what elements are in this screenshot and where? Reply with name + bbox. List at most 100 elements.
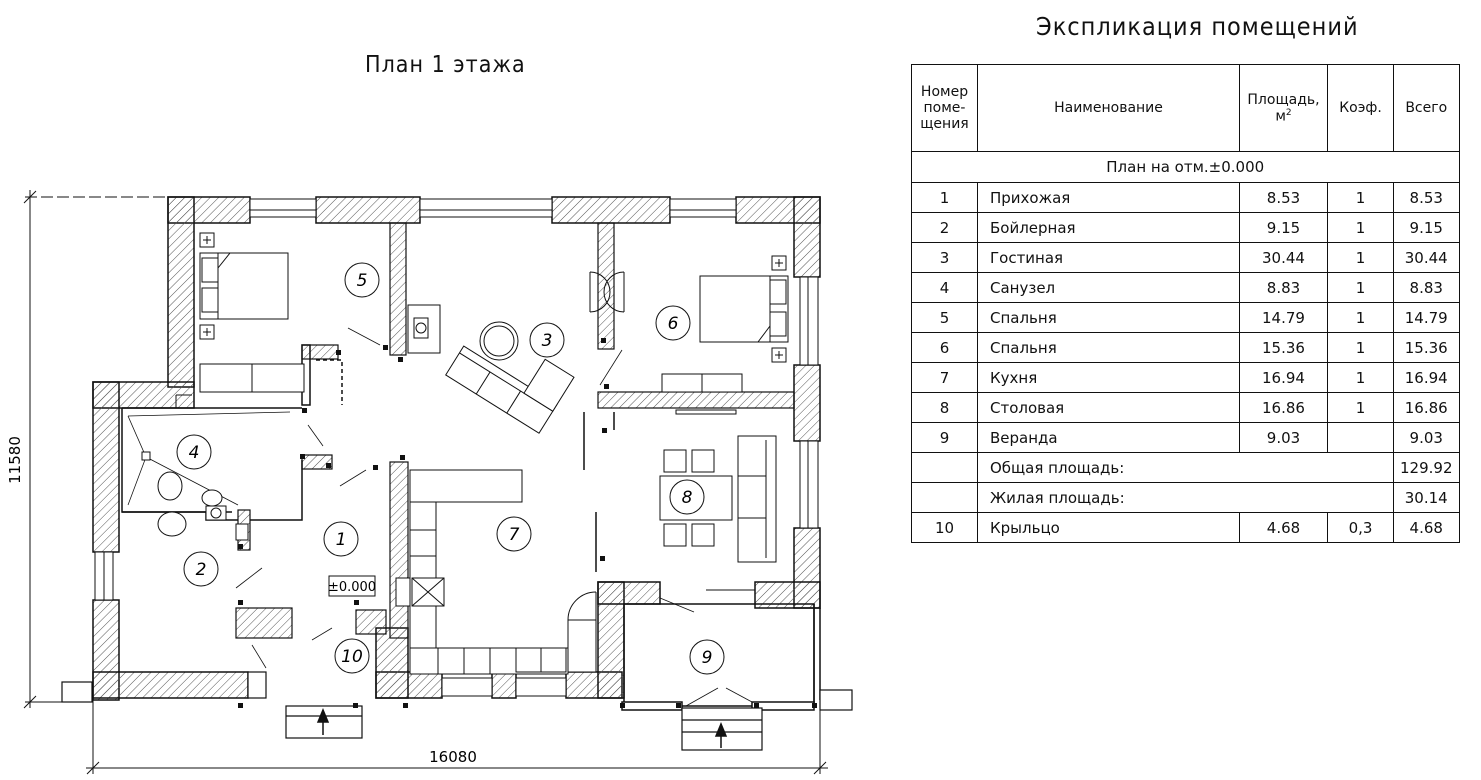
cell-name: Веранда <box>977 422 1240 453</box>
cell-num: 3 <box>911 242 978 273</box>
cell-total: 4.68 <box>1393 512 1460 543</box>
cell-name: Санузел <box>977 272 1240 303</box>
explication-table: Номер поме- щения Наименование Площадь, … <box>911 64 1460 543</box>
header-area: Площадь, м2 <box>1239 64 1328 152</box>
cell-name: Спальня <box>977 332 1240 363</box>
cell-num: 7 <box>911 362 978 393</box>
furniture <box>141 232 789 675</box>
cell-total: 9.15 <box>1393 212 1460 243</box>
level-mark: ±0.000 <box>328 580 376 595</box>
room-label-5: 5 <box>357 271 368 291</box>
cell-area: 16.94 <box>1239 362 1328 393</box>
cell-coef: 1 <box>1327 212 1394 243</box>
cell-total: 15.36 <box>1393 332 1460 363</box>
entry-arrows <box>316 708 728 748</box>
room-label-7: 7 <box>509 525 520 545</box>
washer-icon <box>157 511 187 537</box>
cell-num: 5 <box>911 302 978 333</box>
room-label-4: 4 <box>189 443 200 463</box>
cell-area: 4.68 <box>1239 512 1328 543</box>
toilet-icon <box>157 471 183 501</box>
total-area-label: Общая площадь: <box>977 452 1394 483</box>
cell-total: 30.44 <box>1393 242 1460 273</box>
cell-num: 2 <box>911 212 978 243</box>
room-label-10: 10 <box>341 647 363 667</box>
cell-name: Кухня <box>977 362 1240 393</box>
header-coef: Коэф. <box>1327 64 1394 152</box>
room-label-9: 9 <box>702 648 713 668</box>
room-label-6: 6 <box>668 314 679 334</box>
cell-coef: 1 <box>1327 242 1394 273</box>
cell-num: 1 <box>911 182 978 213</box>
section-label: План на отм.±0.000 <box>911 151 1460 183</box>
table-header-row: Номер поме- щения Наименование Площадь, … <box>911 64 1460 152</box>
drain-icon <box>141 451 151 461</box>
cell-coef: 1 <box>1327 362 1394 393</box>
door-swings <box>175 271 755 621</box>
sink-bath-icon <box>201 489 223 507</box>
section-row: План на отм.±0.000 <box>911 151 1460 183</box>
cell-area: 9.15 <box>1239 212 1328 243</box>
cell-total: 9.03 <box>1393 422 1460 453</box>
cell-num: 4 <box>911 272 978 303</box>
dimension-width: 16080 <box>429 748 477 766</box>
column-markers <box>238 338 817 708</box>
leader-lines <box>127 327 753 707</box>
cell-coef <box>1327 422 1394 453</box>
explication-title: Экспликация помещений <box>1036 12 1359 41</box>
exterior-walls <box>92 196 821 701</box>
cell-name: Спальня <box>977 302 1240 333</box>
windows <box>94 198 819 697</box>
sofa-room8 <box>737 435 777 563</box>
cell-name: Прихожая <box>977 182 1240 213</box>
level-mark-box <box>328 575 376 597</box>
cell-area: 30.44 <box>1239 242 1328 273</box>
dimension-height: 11580 <box>6 436 24 484</box>
cell-area: 9.03 <box>1239 422 1328 453</box>
cell-area: 8.53 <box>1239 182 1328 213</box>
cell-total: 14.79 <box>1393 302 1460 333</box>
cell-coef: 1 <box>1327 182 1394 213</box>
living-area-label: Жилая площадь: <box>977 482 1394 513</box>
cell-coef: 1 <box>1327 332 1394 363</box>
cell-coef: 1 <box>1327 302 1394 333</box>
cell-area: 15.36 <box>1239 332 1328 363</box>
cell-name: Столовая <box>977 392 1240 423</box>
cell-num: 10 <box>911 512 978 543</box>
plan-title: План 1 этажа <box>365 52 526 78</box>
room-label-3: 3 <box>542 331 553 351</box>
tv <box>675 409 737 415</box>
room-circles <box>176 262 725 675</box>
cell-area: 14.79 <box>1239 302 1328 333</box>
room-label-1: 1 <box>336 530 347 550</box>
cell-coef: 1 <box>1327 392 1394 423</box>
cell-num: 6 <box>911 332 978 363</box>
cell-num: 9 <box>911 422 978 453</box>
dimension-lines <box>23 190 828 775</box>
total-area-row: Общая площадь: 129.92 <box>911 452 1460 483</box>
room-label-8: 8 <box>682 488 693 508</box>
kitchen-island <box>409 469 523 503</box>
living-area-value: 30.14 <box>1393 482 1460 513</box>
cell-total: 8.83 <box>1393 272 1460 303</box>
header-total: Всего <box>1393 64 1460 152</box>
cell-area: 16.86 <box>1239 392 1328 423</box>
cell-num: 8 <box>911 392 978 423</box>
header-num: Номер поме- щения <box>911 64 978 152</box>
cell-area: 8.83 <box>1239 272 1328 303</box>
cell-total: 16.94 <box>1393 362 1460 393</box>
sofa-l <box>445 345 575 434</box>
veranda <box>621 603 821 711</box>
cell-total: 16.86 <box>1393 392 1460 423</box>
total-area-value: 129.92 <box>1393 452 1460 483</box>
header-name: Наименование <box>977 64 1240 152</box>
cell-total: 8.53 <box>1393 182 1460 213</box>
